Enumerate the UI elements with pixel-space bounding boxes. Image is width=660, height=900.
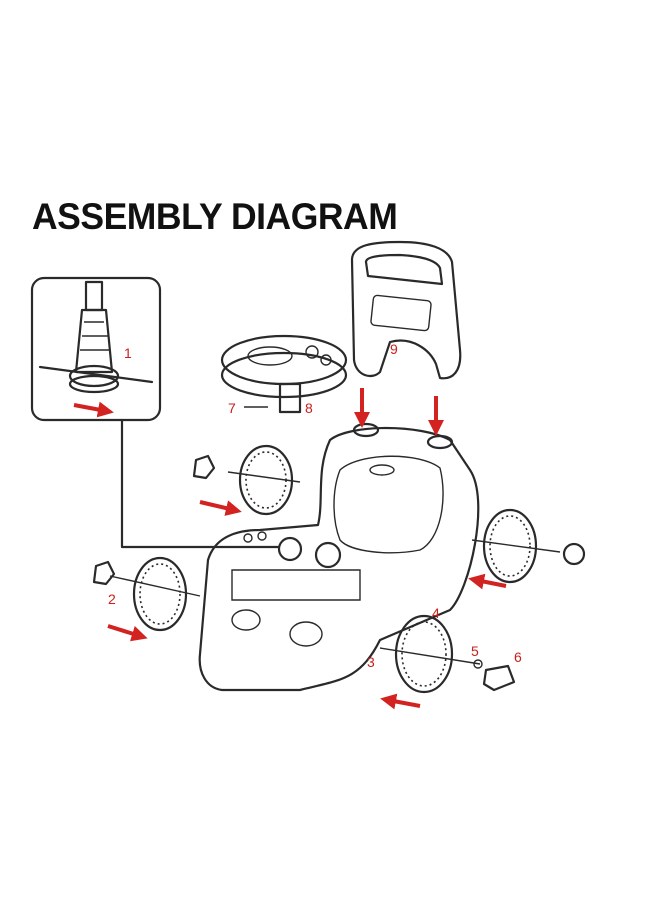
wheel-front-left [92, 556, 201, 632]
part-label-6: 6 [514, 649, 522, 665]
part-label-9: 9 [390, 341, 398, 357]
seat-back-handle [350, 240, 462, 380]
part-labels: 1 2 3 4 5 6 7 8 9 [108, 341, 522, 670]
wheel-rear-left [192, 444, 301, 516]
hubcap-rear-right [562, 542, 586, 566]
inset-spindle [38, 280, 154, 394]
part-label-7: 7 [228, 400, 236, 416]
part-label-4: 4 [432, 605, 440, 621]
steering-wheel [220, 334, 348, 414]
part-label-8: 8 [305, 400, 313, 416]
hubcap-rear-left [192, 454, 216, 480]
hubcap-front-left [92, 560, 116, 586]
hubcap-part-6 [482, 664, 516, 692]
arrow-rear-left [199, 500, 242, 516]
washer-part-5 [473, 659, 483, 669]
part-label-3: 3 [367, 654, 375, 670]
wheel-rear-right [471, 508, 586, 584]
wheel-front-right [379, 614, 516, 694]
car-body [198, 422, 480, 692]
assembly-arrows [73, 388, 507, 710]
arrow-inset [73, 401, 114, 418]
detail-inset-box [30, 276, 162, 422]
diagram-title: ASSEMBLY DIAGRAM [32, 196, 398, 237]
part-label-1: 1 [124, 345, 132, 361]
arrow-front-left [107, 624, 148, 642]
part-label-5: 5 [471, 643, 479, 659]
arrow-front-right [380, 693, 421, 710]
leader-line [120, 418, 280, 549]
arrow-rear-right [468, 573, 507, 590]
part-label-2: 2 [108, 591, 116, 607]
